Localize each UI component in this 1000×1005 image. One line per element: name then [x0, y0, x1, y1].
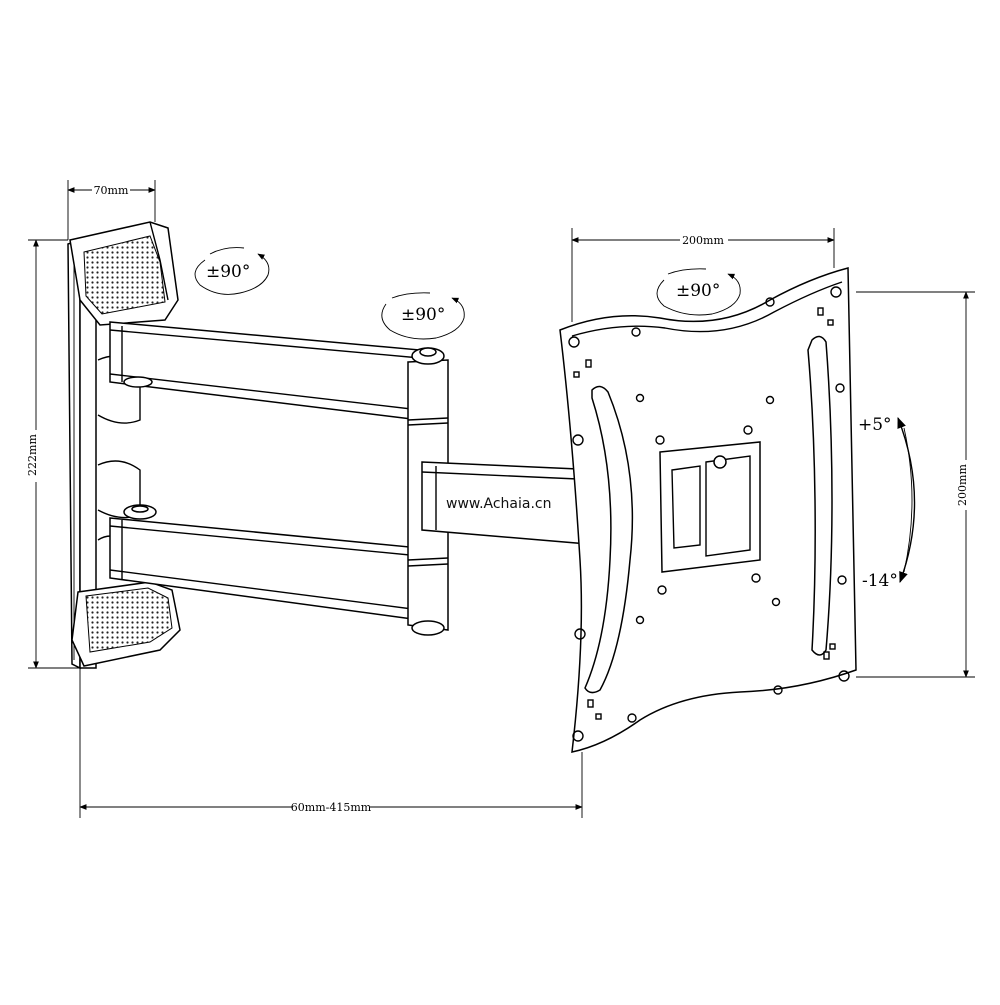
front-arm — [421, 461, 601, 546]
wall-plate-height-label: 222mm — [26, 434, 39, 476]
watermark-text: www.Achaia.cn — [446, 496, 552, 512]
vesa-width-label: 200mm — [682, 234, 724, 247]
wall-plate — [67, 221, 181, 670]
dimension-200mm-height: 200mm — [856, 291, 975, 678]
dimension-200mm-width: 200mm — [571, 228, 835, 322]
plate-rotation-indicator: ±90° — [656, 268, 741, 316]
plate-rotation-label: ±90° — [676, 281, 720, 301]
lower-arm — [109, 504, 421, 621]
extension-label: 60mm-415mm — [291, 801, 372, 814]
upper-arm — [109, 321, 421, 421]
wall-swivel-indicator: ±90° — [194, 247, 270, 295]
arm-swivel-label: ±90° — [401, 305, 445, 325]
wall-plate-width-label: 70mm — [94, 184, 129, 197]
dimension-222mm: 222mm — [26, 239, 80, 669]
dimension-extension: 60mm-415mm — [79, 668, 583, 818]
tilt-arc — [897, 416, 916, 584]
dimension-70mm: 70mm — [67, 180, 156, 240]
vesa-height-label: 200mm — [956, 464, 969, 506]
tilt-up-label: +5° — [858, 415, 892, 435]
vesa-plate — [559, 267, 857, 753]
wall-swivel-label: ±90° — [206, 262, 250, 282]
tilt-down-label: -14° — [862, 571, 898, 591]
arm-swivel-indicator: ±90° — [381, 292, 465, 340]
